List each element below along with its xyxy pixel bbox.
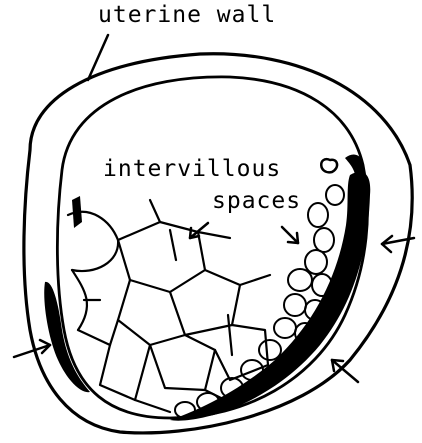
intervillous-label: intervillous <box>103 158 281 181</box>
spaces-label: spaces <box>212 190 301 213</box>
left-basal-band <box>44 282 90 392</box>
spaces-arrow <box>282 227 298 243</box>
top-left-fleck <box>72 196 82 228</box>
curl-mark <box>321 159 337 172</box>
uterine-wall-label: uterine wall <box>98 4 276 27</box>
